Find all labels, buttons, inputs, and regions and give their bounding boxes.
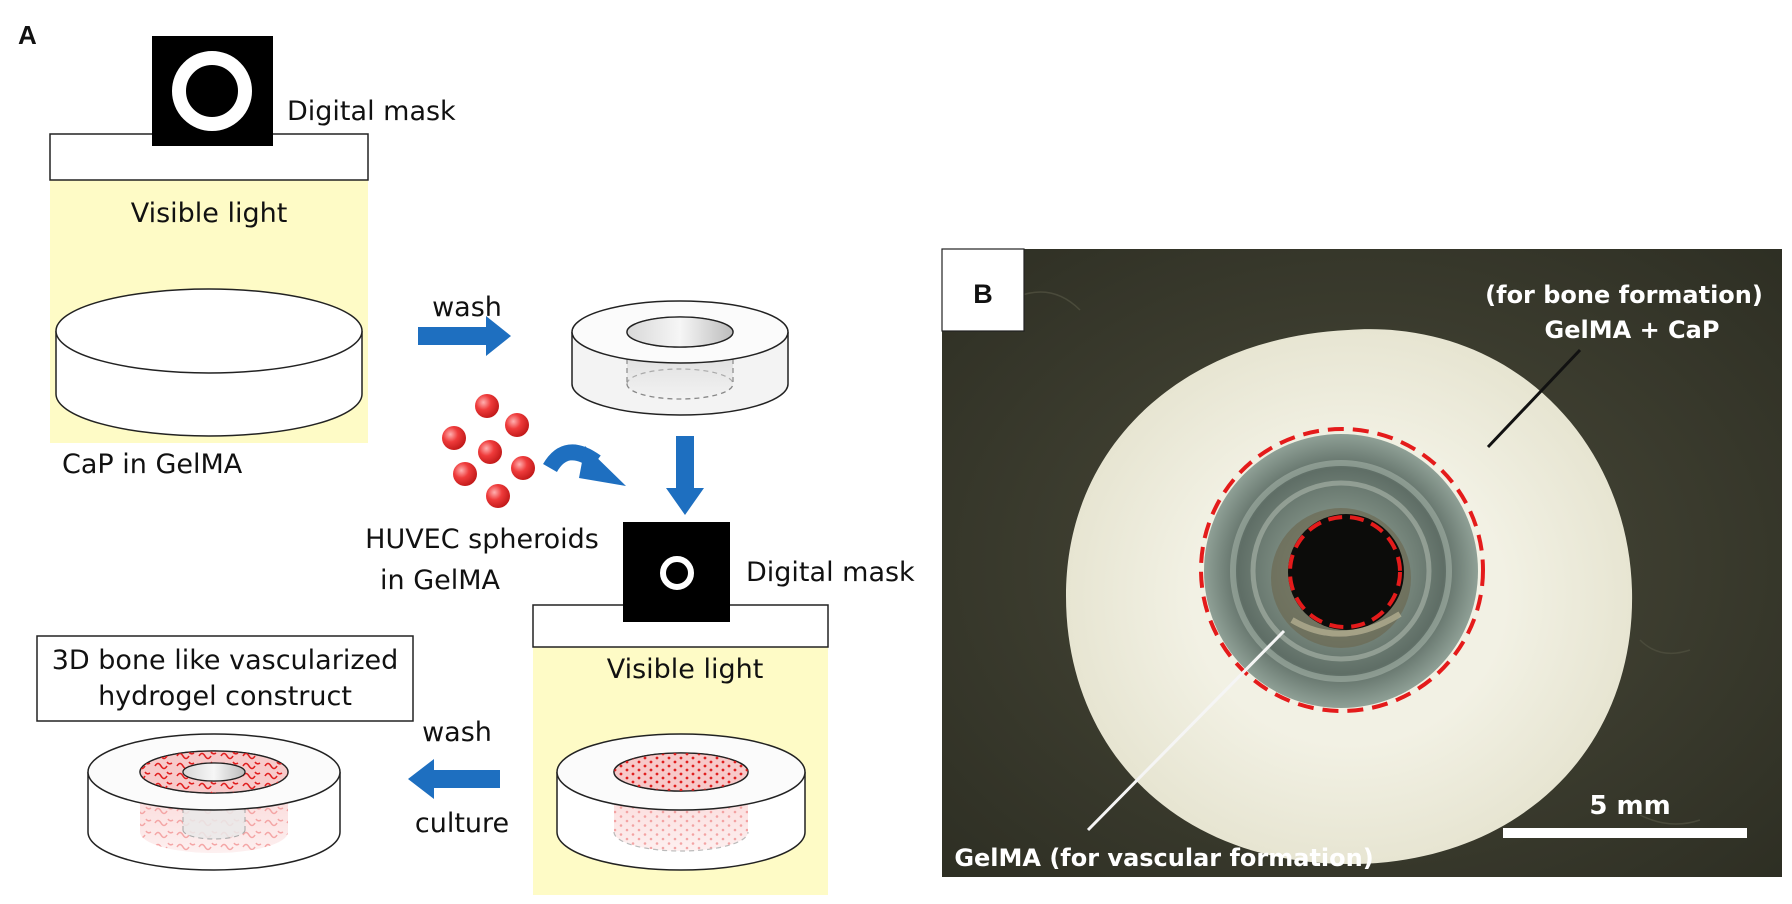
inner-region-label: GelMA (for vascular formation) (954, 844, 1373, 872)
wash-label-1: wash (432, 292, 502, 323)
digital-mask-label-bottom: Digital mask (746, 557, 915, 588)
result-label-line1: 3D bone like vascularized (52, 645, 399, 676)
huvec-spheroids (442, 394, 535, 508)
result-label-line2: hydrogel construct (98, 681, 352, 712)
outer-region-label-line2: GelMA + CaP (1545, 316, 1720, 344)
mask-ring-top-icon (172, 51, 252, 131)
arrow-left-icon (408, 759, 500, 799)
scale-bar (1503, 828, 1747, 838)
huvec-label-line1: HUVEC spheroids (365, 524, 599, 555)
vascularized-construct (87, 733, 341, 871)
panel-letter-a: A (18, 20, 37, 50)
result-label-box (36, 635, 414, 722)
scale-bar-label: 5 mm (1589, 791, 1670, 821)
cap-gelma-disc (55, 288, 363, 437)
outer-region-label-line1: (for bone formation) (1485, 281, 1763, 309)
cap-gelma-label: CaP in GelMA (62, 449, 243, 480)
visible-light-label-bottom: Visible light (607, 654, 764, 685)
arrow-down-icon (666, 436, 704, 515)
arrow-right-icon (418, 316, 511, 356)
panel-letter-b-box (941, 248, 1025, 332)
central-channel (1288, 514, 1404, 630)
digital-mask-bottom (623, 522, 730, 622)
mask-ring-bottom-icon (660, 556, 694, 590)
dashed-outline-outer (1199, 427, 1485, 713)
dashed-outline-inner (1288, 515, 1402, 629)
curved-arrow-icon (543, 444, 626, 486)
digital-mask-label-top: Digital mask (287, 96, 456, 127)
wash-label-2: wash (422, 717, 492, 748)
culture-label: culture (415, 808, 509, 839)
visible-light-label-top: Visible light (131, 198, 288, 229)
huvec-label-line2: in GelMA (380, 565, 501, 596)
panel-letter-b: B (973, 279, 993, 309)
washed-disc-with-hole (571, 300, 789, 416)
disc-with-spheroid-gelma (556, 733, 806, 871)
panel-b-photo (942, 249, 1782, 877)
leader-line-inner (1086, 629, 1286, 832)
leader-line-outer (1486, 348, 1582, 449)
